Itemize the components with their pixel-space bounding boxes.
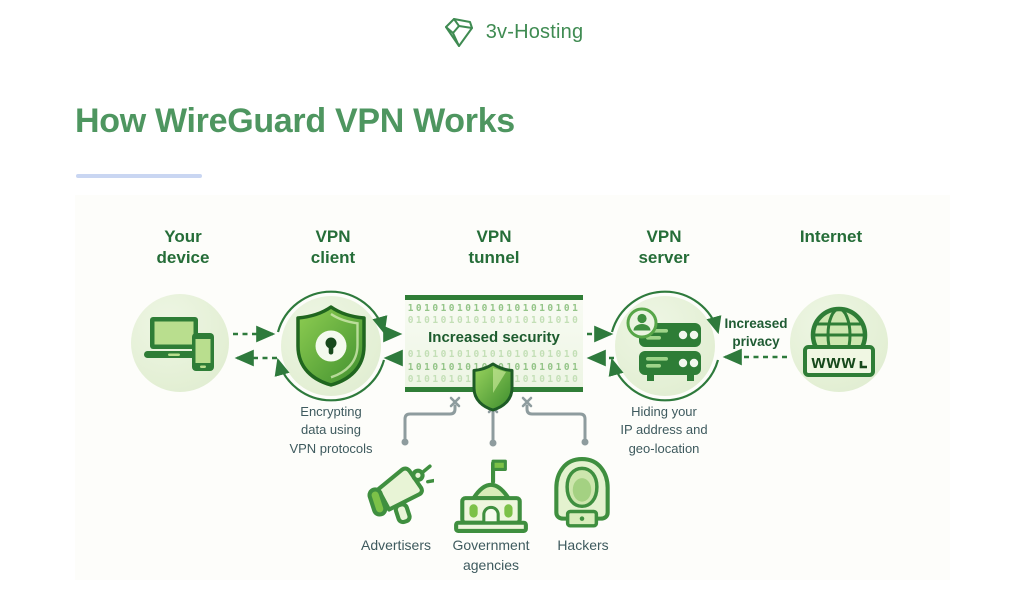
your-device-node — [131, 294, 229, 392]
threat-label-advertisers: Advertisers — [360, 537, 432, 553]
hiding-ip-label: Hiding your IP address and geo-location — [620, 404, 708, 456]
page-title: How WireGuard VPN Works — [75, 102, 515, 140]
connector-dot — [489, 439, 497, 447]
column-header-vpn-tunnel: VPN tunnel — [468, 227, 520, 268]
www-text: www — [810, 352, 856, 372]
binary-row: 010101010101010101010 — [407, 315, 581, 327]
binary-row: 010101010101010101010 — [407, 349, 581, 361]
column-header-vpn-client: VPN client — [310, 227, 356, 268]
globe-www-icon: www — [803, 306, 875, 377]
title-underline — [76, 174, 202, 178]
hacker-icon — [554, 457, 610, 528]
connector-hackers — [525, 404, 587, 441]
government-building-icon — [454, 459, 528, 533]
server-user-icon — [626, 307, 701, 381]
vpn-server-node — [615, 296, 715, 396]
column-header-your-device: Your device — [156, 227, 210, 268]
encrypting-label: Encrypting data using VPN protocols — [289, 404, 373, 456]
increased-privacy-label: Increased privacy — [724, 316, 788, 349]
brand-name: 3v-Hosting — [485, 20, 584, 43]
vpn-client-node — [281, 296, 381, 396]
threat-label-government: Government agencies — [452, 537, 530, 574]
threat-label-hackers: Hackers — [557, 537, 609, 553]
megaphone-icon — [367, 464, 434, 525]
column-header-vpn-server: VPN server — [638, 227, 690, 268]
internet-node: www — [790, 294, 888, 392]
shield-lock-icon — [296, 305, 366, 387]
blocked-x-icon — [521, 396, 533, 408]
gem-icon — [444, 18, 473, 47]
laptop-phone-icon — [144, 317, 214, 371]
binary-row: 101010101010101010101 — [407, 303, 581, 314]
vpn-diagram: Your device VPN client VPN tunnel VPN se… — [75, 195, 950, 580]
column-header-internet: Internet — [799, 227, 863, 246]
blocked-x-icon — [449, 396, 461, 408]
tunnel-shield-icon — [472, 362, 514, 412]
increased-security-label: Increased security — [428, 328, 560, 346]
brand-header: 3v-Hosting — [0, 14, 1024, 50]
